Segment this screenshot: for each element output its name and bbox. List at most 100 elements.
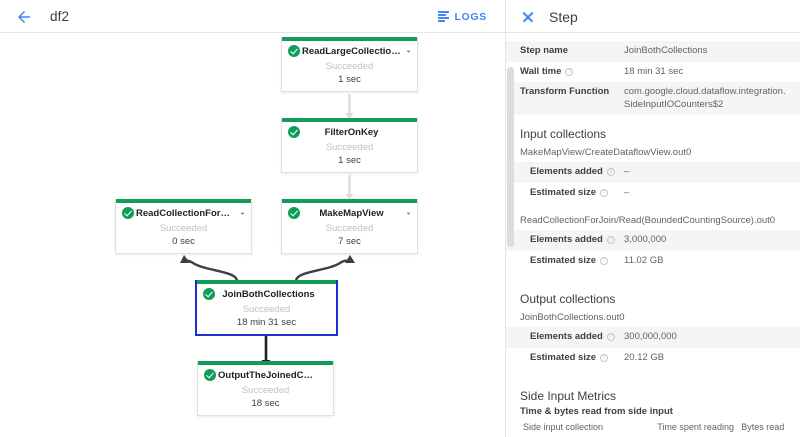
detail-row-key: Elements added? bbox=[506, 162, 624, 183]
info-icon[interactable]: ? bbox=[606, 236, 615, 244]
logs-button-label: LOGS bbox=[454, 10, 487, 23]
succeeded-check-icon bbox=[122, 207, 134, 219]
output-collections-heading: Output collections bbox=[520, 292, 616, 306]
succeeded-check-icon bbox=[203, 288, 215, 300]
node-time: 0 sec bbox=[172, 236, 195, 247]
node-status-bar bbox=[282, 118, 417, 122]
detail-row-key: Estimated size? bbox=[506, 348, 624, 369]
info-icon[interactable]: ? bbox=[606, 333, 615, 341]
info-icon[interactable]: ? bbox=[600, 353, 608, 362]
succeeded-check-icon bbox=[288, 126, 300, 138]
logs-button[interactable]: LOGS bbox=[432, 7, 493, 27]
collection-metrics-table: Elements added?–Estimated size?– bbox=[506, 162, 800, 203]
node-status-bar bbox=[282, 37, 417, 41]
node-time: 1 sec bbox=[338, 74, 361, 85]
info-icon[interactable]: ? bbox=[565, 67, 574, 76]
detail-row-key: Step name bbox=[506, 41, 624, 62]
node-header: OutputTheJoinedCollec… bbox=[198, 365, 333, 385]
info-icon[interactable]: ? bbox=[606, 168, 615, 176]
node-header: MakeMapView bbox=[282, 203, 417, 223]
succeeded-check-icon bbox=[204, 369, 216, 381]
info-icon[interactable]: ? bbox=[600, 256, 608, 265]
node-header: FilterOnKey bbox=[282, 122, 417, 142]
step-panel-title: Step bbox=[549, 8, 578, 25]
spacer bbox=[506, 368, 800, 377]
node-status-bar bbox=[197, 280, 336, 284]
node-time: 18 min 31 sec bbox=[236, 317, 297, 328]
metrics-column-header: Bytes read bbox=[741, 419, 800, 437]
detail-row-key: Estimated size? bbox=[506, 183, 624, 204]
step-panel-header: Step bbox=[506, 0, 800, 33]
detail-row-value: 11.02 GB bbox=[624, 254, 664, 266]
detail-row-key: Elements added? bbox=[506, 327, 624, 348]
node-title: OutputTheJoinedCollec… bbox=[218, 369, 319, 381]
detail-row-value: 18 min 31 sec bbox=[624, 65, 684, 77]
node-status-bar bbox=[116, 199, 251, 203]
node-header: ReadCollectionForJoin bbox=[116, 203, 251, 223]
input-collection-name: ReadCollectionForJoin/Read(BoundedCounti… bbox=[520, 215, 776, 226]
metrics-column-header: Side input collection bbox=[506, 419, 658, 437]
detail-row-value: 3,000,000 bbox=[624, 230, 800, 251]
metrics-column-header: Time spent reading bbox=[657, 419, 742, 437]
detail-row: Wall time?18 min 31 sec bbox=[506, 62, 800, 83]
close-icon[interactable] bbox=[520, 9, 535, 24]
detail-row: Estimated size?20.12 GB bbox=[506, 348, 800, 369]
node-status: Succeeded bbox=[325, 142, 374, 153]
input-collections-heading: Input collections bbox=[520, 127, 607, 141]
detail-row-key: Wall time? bbox=[506, 62, 624, 83]
detail-row-key: Elements added? bbox=[506, 230, 624, 251]
detail-row-value: 20.12 GB bbox=[624, 351, 665, 363]
detail-row-value: JoinBothCollections bbox=[624, 41, 800, 62]
node-status: Succeeded bbox=[325, 61, 374, 72]
detail-row-key: Estimated size? bbox=[506, 251, 624, 272]
detail-row-value: 300,000,000 bbox=[624, 327, 800, 348]
node-title: FilterOnKey bbox=[324, 126, 379, 138]
chevron-down-icon[interactable] bbox=[403, 47, 413, 56]
info-icon[interactable]: ? bbox=[600, 188, 608, 197]
input-collection-name: MakeMapView/CreateDataflowView.out0 bbox=[520, 147, 692, 158]
panel-scrollbar[interactable] bbox=[507, 67, 514, 437]
chevron-down-icon[interactable] bbox=[237, 209, 247, 218]
node-status: Succeeded bbox=[325, 223, 374, 234]
side-input-metrics-heading: Side Input Metrics bbox=[520, 389, 617, 403]
node-time: 7 sec bbox=[338, 236, 361, 247]
job-title: df2 bbox=[50, 9, 70, 24]
chevron-down-icon[interactable] bbox=[403, 209, 413, 218]
spacer bbox=[506, 271, 800, 280]
node-title: ReadCollectionForJoin bbox=[136, 207, 237, 219]
detail-row: Estimated size?– bbox=[506, 183, 800, 204]
node-header: JoinBothCollections bbox=[197, 284, 336, 304]
output-collection-name: JoinBothCollections.out0 bbox=[520, 312, 625, 323]
job-graph-pane: df2 LOGS bbox=[0, 0, 505, 437]
node-status-bar bbox=[198, 361, 333, 365]
detail-row: Elements added?– bbox=[506, 162, 800, 183]
back-arrow-icon[interactable] bbox=[14, 7, 34, 27]
node-status: Succeeded bbox=[241, 385, 290, 396]
detail-row: Estimated size?11.02 GB bbox=[506, 251, 800, 272]
node-title: JoinBothCollections bbox=[222, 288, 315, 300]
top-toolbar: df2 LOGS bbox=[0, 0, 505, 33]
succeeded-check-icon bbox=[288, 45, 300, 57]
graph-edges bbox=[180, 94, 355, 366]
node-status-bar bbox=[282, 199, 417, 203]
node-title: MakeMapView bbox=[319, 207, 384, 219]
panel-scrollbar-thumb[interactable] bbox=[507, 67, 514, 247]
